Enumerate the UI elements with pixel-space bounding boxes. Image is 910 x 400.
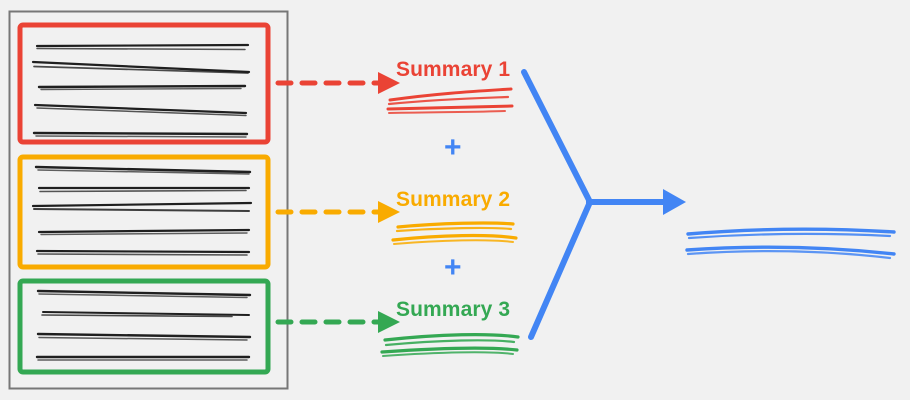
chunk-3-text-lines — [35, 289, 252, 361]
chunk-3-group[interactable] — [17, 278, 271, 375]
summary-3-label: Summary 3 — [396, 298, 511, 321]
plus-operator-2: + — [444, 251, 462, 284]
arrow-2-head — [378, 201, 400, 223]
summary-3-underlines — [380, 333, 520, 357]
chunk-2-group[interactable] — [17, 154, 271, 270]
arrow-chunk-3-to-summary-3 — [275, 311, 400, 333]
arrow-3-head — [378, 311, 400, 333]
arrow-1-head — [378, 72, 400, 94]
final-underlines — [685, 227, 896, 260]
merge-arrow-head — [663, 189, 686, 215]
summary-2-label: Summary 2 — [396, 188, 511, 211]
summary-1-label: Summary 1 — [396, 58, 511, 81]
plus-operator-1: + — [444, 131, 462, 164]
chunk-1-group[interactable] — [17, 22, 271, 145]
summary-2-underlines — [391, 221, 518, 245]
source-document — [8, 10, 289, 390]
arrow-chunk-2-to-summary-2 — [275, 201, 400, 223]
arrow-chunk-1-to-summary-1 — [275, 72, 400, 94]
chunk-1-box[interactable] — [17, 22, 271, 145]
dashed-arrows — [275, 72, 400, 333]
summary-1-underlines — [386, 87, 514, 114]
source-document-border — [8, 10, 289, 390]
chunk-2-text-lines — [31, 165, 253, 256]
chunk-1-text-lines — [31, 43, 251, 138]
merge-arrow — [521, 69, 686, 340]
merge-arrow-bottom-branch — [528, 199, 593, 340]
merge-arrow-top-branch — [521, 69, 593, 205]
chunk-3-box[interactable] — [17, 278, 271, 375]
chunk-2-box[interactable] — [17, 154, 271, 270]
